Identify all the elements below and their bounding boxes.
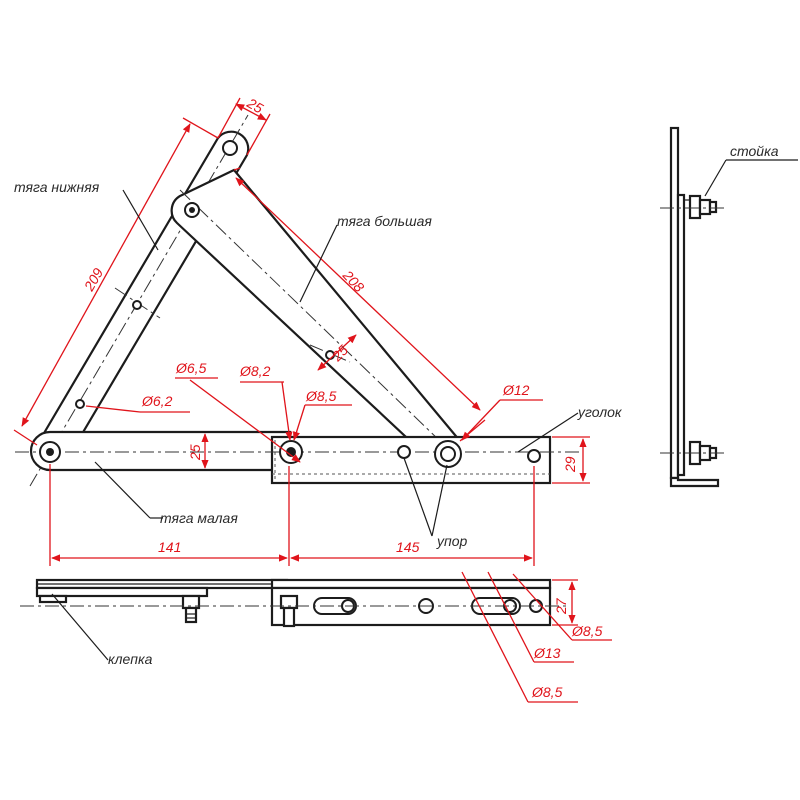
label-post: стойка	[730, 143, 779, 159]
label-big-link: тяга большая	[337, 213, 432, 229]
label-rivet: клепка	[108, 651, 153, 667]
dim-25-top: 25	[217, 94, 271, 156]
dim-27-label: 27	[553, 597, 569, 615]
dia-8-5-right-label: Ø8,5	[571, 623, 603, 639]
dim-209: 209	[13, 117, 219, 446]
small-link	[29, 430, 292, 472]
dia-6-5-label: Ø6,5	[175, 360, 207, 376]
dia-13-label: Ø13	[533, 645, 561, 661]
side-view: стойка	[660, 126, 798, 488]
label-lower-link: тяга нижняя	[14, 179, 100, 195]
label-stop: упор	[436, 533, 467, 549]
front-view: 25 209 208 25 25	[13, 94, 623, 566]
dim-29-label: 29	[562, 456, 578, 473]
dia-8-2-label: Ø8,2	[239, 363, 271, 379]
dim-208-label: 208	[339, 266, 367, 295]
dia-6-2-label: Ø6,2	[141, 393, 173, 409]
dim-25-small-label: 25	[187, 444, 203, 461]
plan-view: 27 Ø8,5 Ø13 Ø8,5 клепка	[20, 571, 612, 703]
dim-141-label: 141	[158, 539, 181, 555]
label-leaders	[94, 189, 579, 537]
dia-8-5-top-label: Ø8,5	[305, 388, 337, 404]
corner-bracket	[270, 435, 552, 485]
label-small-link: тяга малая	[160, 510, 238, 526]
dia-12-label: Ø12	[502, 382, 530, 398]
dim-209-label: 209	[80, 265, 106, 294]
label-corner: уголок	[577, 404, 623, 420]
lower-link	[29, 114, 250, 487]
dim-25-small: 25	[187, 433, 209, 469]
dim-25-top-label: 25	[244, 94, 267, 116]
dia-8-5-bottom-label: Ø8,5	[531, 684, 563, 700]
dim-145-label: 145	[396, 539, 420, 555]
dia-callouts: Ø6,5 Ø8,2 Ø8,5 Ø6,2 Ø12	[85, 360, 543, 463]
dim-141-145: 141 145	[49, 464, 535, 566]
dim-29: 29	[552, 436, 590, 484]
